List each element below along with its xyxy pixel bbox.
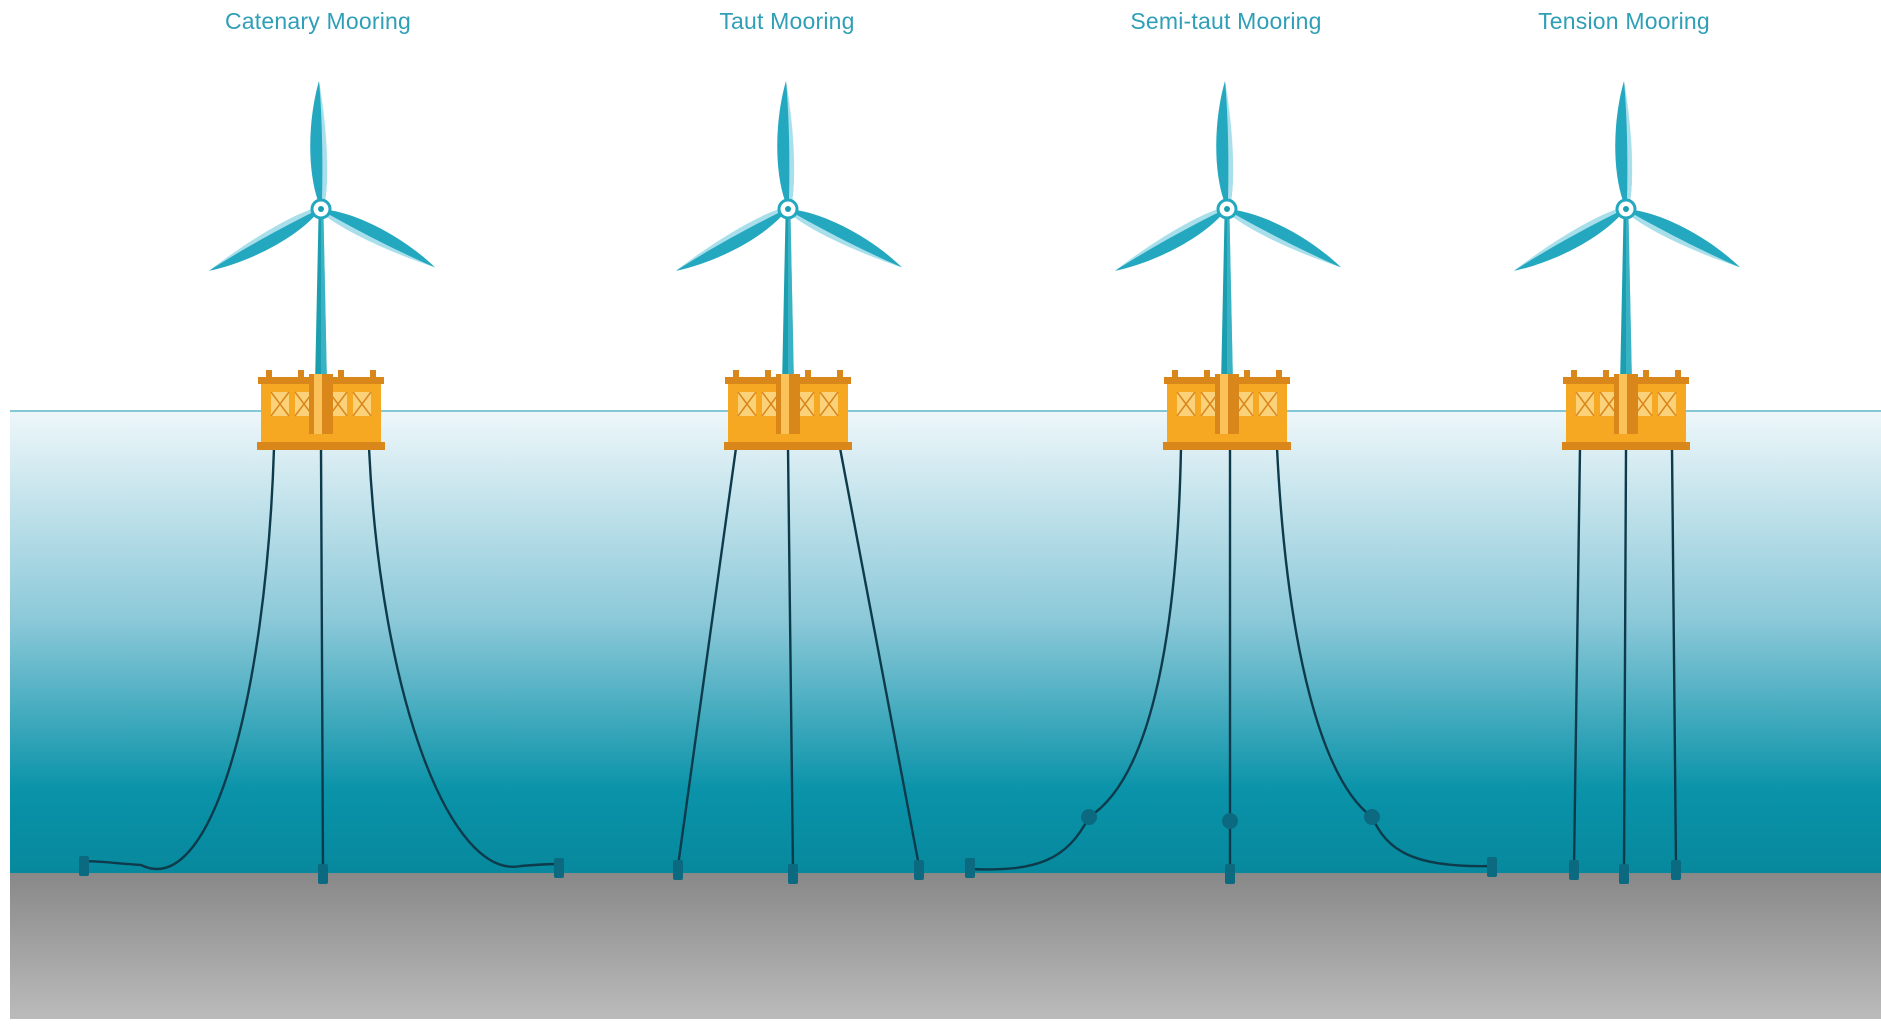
turbine-blade (326, 210, 435, 268)
floating-platform-icon (1562, 370, 1690, 450)
label-semi-taut-mooring: Semi-taut Mooring (1130, 8, 1322, 34)
wind-turbine-icon (1513, 81, 1740, 385)
mooring-line (83, 447, 276, 871)
turbine-blade (777, 81, 795, 201)
floating-platform-icon (257, 370, 385, 450)
turbine-blade (208, 209, 316, 271)
mooring-line (969, 447, 1183, 871)
label-taut-mooring: Taut Mooring (719, 8, 855, 34)
anchor-icon (554, 858, 564, 878)
seabed (10, 873, 1881, 1019)
anchor-icon (914, 860, 924, 880)
mooring-line (676, 447, 738, 867)
mooring-line (1275, 447, 1493, 868)
mooring-line (1622, 447, 1628, 871)
buoy-icon (1222, 813, 1238, 829)
floating-platform-icon (724, 370, 852, 450)
turbine-blade (1216, 81, 1234, 201)
turbine-blade (310, 81, 328, 201)
sea-water (10, 411, 1881, 873)
turbine-blade (1114, 209, 1222, 271)
buoy-icon (1081, 809, 1097, 825)
mooring-line (786, 447, 795, 871)
anchor-icon (965, 858, 975, 878)
floating-platform-icon (1163, 370, 1291, 450)
mooring-line (1572, 447, 1582, 867)
buoy-icon (1364, 809, 1380, 825)
turbine-blade (1513, 209, 1621, 271)
turbine-blade (1615, 81, 1633, 201)
anchor-icon (1487, 857, 1497, 877)
anchor-icon (788, 864, 798, 884)
turbine-blade (793, 210, 902, 268)
label-catenary-mooring: Catenary Mooring (224, 8, 411, 34)
wind-turbine-icon (208, 81, 435, 385)
turbine-blade (1232, 210, 1341, 268)
anchor-icon (1569, 860, 1579, 880)
anchor-icon (79, 856, 89, 876)
turbine-blade (1631, 210, 1740, 268)
mooring-line (838, 447, 921, 867)
mooring-line (367, 447, 560, 868)
anchor-icon (673, 860, 683, 880)
wind-turbine-icon (675, 81, 902, 385)
wind-turbine-icon (1114, 81, 1341, 385)
turbine-blade (675, 209, 783, 271)
label-tension-mooring: Tension Mooring (1538, 8, 1710, 34)
anchor-icon (1671, 860, 1681, 880)
mooring-line (319, 447, 325, 871)
anchor-icon (1225, 864, 1235, 884)
anchor-icon (318, 864, 328, 884)
mooring-line (1670, 447, 1678, 867)
anchor-icon (1619, 864, 1629, 884)
